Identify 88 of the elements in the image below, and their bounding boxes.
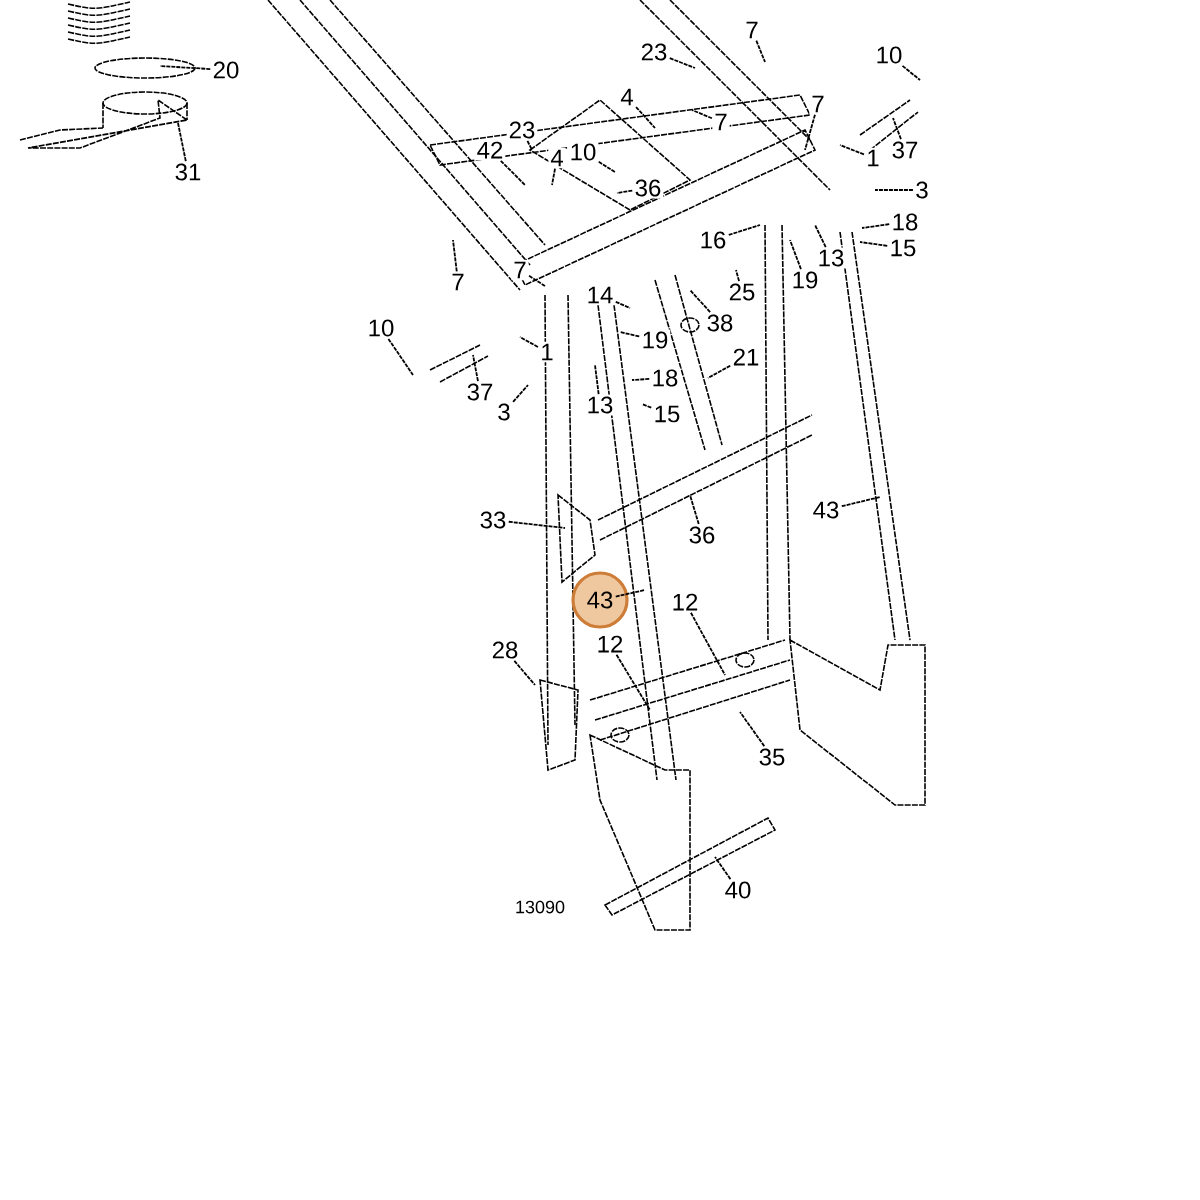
callout-number: 13 [584, 394, 616, 416]
leader-line [755, 39, 766, 63]
leader-line [839, 144, 865, 156]
leader-line [859, 241, 889, 247]
callout-number: 31 [172, 161, 204, 183]
callout-number: 36 [686, 524, 718, 546]
callout-number: 16 [697, 229, 729, 251]
callout-number: 7 [809, 93, 827, 115]
callout-number: 3 [913, 179, 931, 201]
callout-number: 37 [889, 139, 921, 161]
leader-line [668, 57, 696, 69]
leader-line [641, 403, 653, 409]
callout-number: 23 [638, 41, 670, 63]
leader-line [861, 223, 891, 229]
leader-line [177, 122, 187, 162]
callout-number: 18 [889, 211, 921, 233]
callout-number: 7 [743, 19, 761, 41]
callout-number: 20 [210, 59, 242, 81]
leader-line [874, 189, 914, 191]
leader-line [689, 494, 700, 525]
leader-line [735, 269, 740, 282]
leader-line [614, 589, 646, 598]
callout-number: 38 [704, 312, 736, 334]
callout-number: 40 [722, 879, 754, 901]
leader-line [840, 496, 881, 508]
leader-line [597, 160, 616, 173]
leader-line [635, 106, 656, 129]
callout-number: 12 [594, 633, 626, 655]
leader-line [528, 274, 546, 287]
callout-number: 21 [730, 346, 762, 368]
callout-number: 10 [873, 44, 905, 66]
callout-number: 19 [639, 329, 671, 351]
leader-line [472, 354, 479, 382]
leader-line [892, 117, 902, 140]
leader-line [513, 660, 536, 686]
leader-line [804, 113, 816, 151]
leader-line [499, 159, 526, 186]
callout-number: 7 [712, 111, 730, 133]
leader-line [814, 224, 827, 248]
callout-number: 10 [365, 317, 397, 339]
leader-line [689, 289, 711, 313]
leader-line [594, 364, 600, 395]
callout-number: 10 [567, 141, 599, 163]
callout-number: 4 [618, 86, 636, 108]
callout-number: 37 [464, 381, 496, 403]
leader-line [507, 520, 566, 529]
callout-number: 3 [495, 401, 513, 423]
callout-number: 1 [538, 341, 556, 363]
leader-line [901, 65, 921, 81]
callout-number: 7 [449, 271, 467, 293]
callout-number: 15 [887, 237, 919, 259]
leader-line [519, 336, 539, 348]
callout-number: 35 [756, 746, 788, 768]
leader-line [615, 653, 651, 711]
callout-number: 4 [548, 147, 566, 169]
callout-number: 42 [474, 139, 506, 161]
leader-line [551, 167, 556, 186]
callout-number: 33 [477, 509, 509, 531]
leader-line [614, 300, 631, 309]
callout-number: 19 [789, 269, 821, 291]
leader-line [707, 364, 732, 379]
callout-number: 15 [651, 403, 683, 425]
leader-line [526, 140, 533, 151]
callout-number: 43 [810, 499, 842, 521]
leader-line [739, 711, 766, 747]
callout-number: 12 [669, 591, 701, 613]
leader-line [691, 109, 713, 120]
leader-line [619, 331, 641, 338]
leader-line [690, 611, 726, 676]
callout-number: 23 [506, 119, 538, 141]
callout-number: 7 [511, 259, 529, 281]
callout-number: 18 [649, 367, 681, 389]
leader-line [714, 856, 732, 880]
callout-number: 28 [489, 639, 521, 661]
drawing-number: 13090 [516, 900, 565, 914]
leader-line [452, 239, 458, 273]
leader-line [512, 384, 529, 403]
callout-number: 25 [726, 281, 758, 303]
leader-line [631, 378, 651, 381]
callout-number: 43 [587, 591, 613, 609]
callout-number: 1 [864, 147, 882, 169]
callout-number: 14 [584, 284, 616, 306]
callout-number: 13 [815, 247, 847, 269]
leader-line [616, 189, 634, 194]
callout-number: 36 [632, 177, 664, 199]
leader-line [387, 338, 414, 376]
leader-line [727, 224, 761, 236]
leader-line [789, 239, 802, 270]
